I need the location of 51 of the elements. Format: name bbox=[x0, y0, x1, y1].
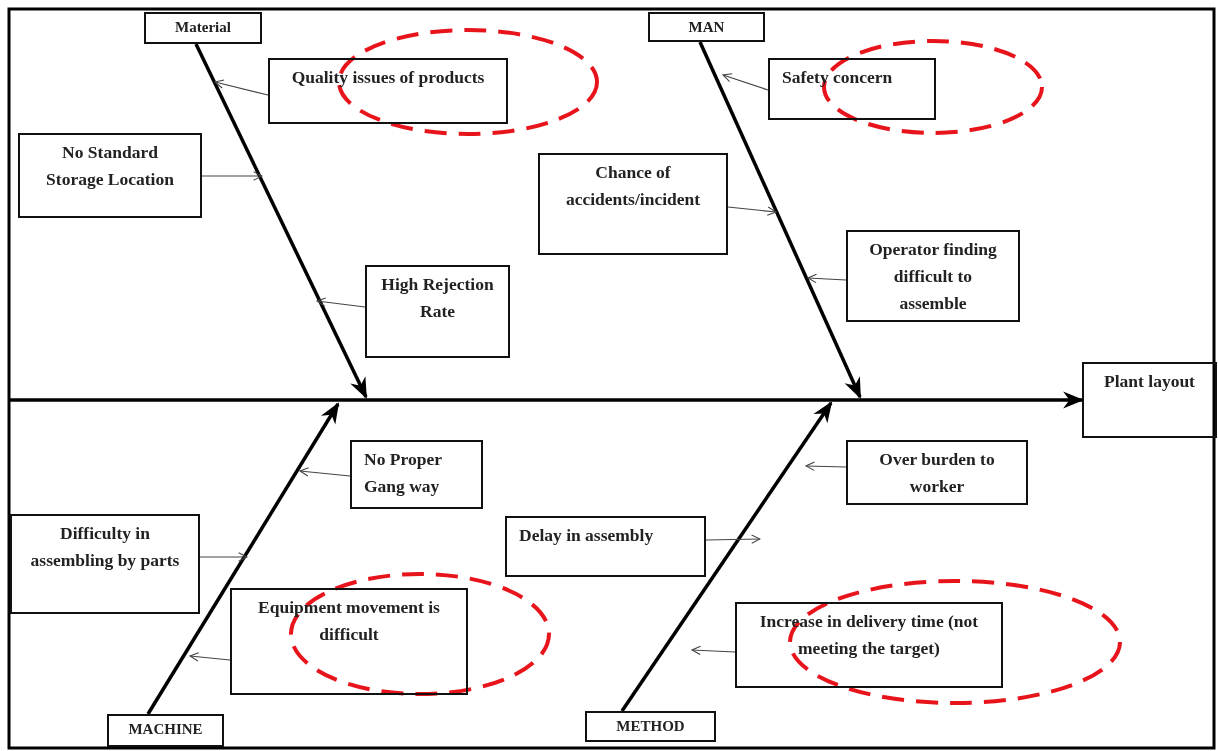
bone-arrow bbox=[620, 401, 833, 712]
cause-arrow bbox=[299, 467, 351, 477]
cause-arrow bbox=[805, 461, 847, 471]
cause-text: No Standard Storage Location bbox=[45, 141, 175, 191]
cause-box bbox=[365, 265, 510, 358]
cause-arrow bbox=[214, 79, 269, 96]
cause-arrow bbox=[316, 297, 366, 308]
cause-text: Equipment movement is difficult bbox=[257, 596, 441, 646]
category-box bbox=[648, 12, 765, 42]
cause-text: High Rejection Rate bbox=[380, 273, 495, 323]
category-label: Material bbox=[174, 18, 232, 37]
cause-box bbox=[268, 58, 508, 124]
cause-box bbox=[538, 153, 728, 255]
cause-box bbox=[735, 602, 1003, 688]
category-box bbox=[585, 711, 716, 742]
cause-box bbox=[350, 440, 483, 509]
cause-box bbox=[1082, 362, 1217, 438]
category-label: MAN bbox=[687, 18, 726, 37]
cause-text: Over burden to worker bbox=[878, 448, 996, 498]
cause-arrow bbox=[691, 645, 736, 656]
cause-box bbox=[18, 133, 202, 218]
cause-arrow bbox=[727, 206, 777, 216]
cause-text: Increase in delivery time (not meeting the target) bbox=[758, 610, 980, 660]
cause-text: No Proper Gang way bbox=[364, 448, 443, 498]
cause-box bbox=[846, 440, 1028, 505]
cause-arrow bbox=[199, 552, 248, 562]
category-box bbox=[107, 714, 224, 747]
cause-text: Operator finding difficult to assemble bbox=[868, 238, 998, 315]
bone-arrow bbox=[194, 43, 368, 399]
bone-arrow bbox=[10, 391, 1085, 409]
bone-arrow bbox=[146, 402, 340, 715]
category-label: MACHINE bbox=[127, 720, 204, 739]
cause-text: Quality issues of products bbox=[290, 66, 486, 89]
cause-text: Chance of accidents/incident bbox=[564, 161, 702, 211]
cause-text: Difficulty in assembling by parts bbox=[29, 522, 181, 572]
cause-text: Delay in assembly bbox=[519, 524, 655, 547]
cause-box bbox=[505, 516, 706, 577]
category-label: METHOD bbox=[615, 717, 686, 736]
cause-box bbox=[846, 230, 1020, 322]
cause-text: Plant layout bbox=[1103, 370, 1196, 393]
cause-box bbox=[10, 514, 200, 614]
cause-box bbox=[768, 58, 936, 120]
cause-arrow bbox=[705, 534, 761, 544]
cause-text: Safety concern bbox=[782, 66, 894, 89]
category-box bbox=[144, 12, 262, 44]
cause-box bbox=[230, 588, 468, 695]
bone-arrow bbox=[698, 41, 862, 399]
cause-arrow bbox=[189, 652, 231, 662]
cause-arrow bbox=[201, 171, 263, 181]
cause-arrow bbox=[807, 273, 847, 284]
cause-arrow bbox=[722, 73, 769, 91]
